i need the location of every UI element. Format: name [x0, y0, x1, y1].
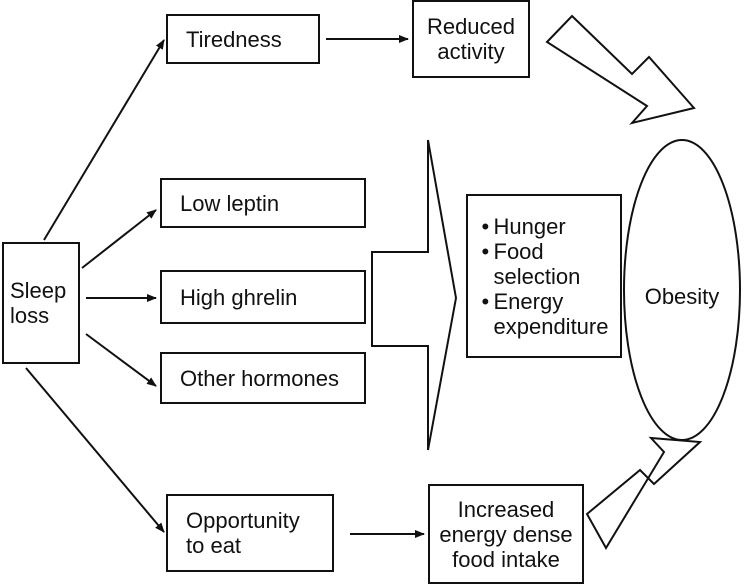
- increased-energy-intake-box: Increased energy dense food intake: [428, 484, 584, 584]
- opportunity-to-eat-label: Opportunity to eat: [186, 508, 300, 558]
- increased-energy-intake-label: Increased energy dense food intake: [439, 496, 573, 572]
- big-arrow-intake-to-obesity: [585, 436, 703, 550]
- arrow-sleep-to-opportunity: [25, 367, 165, 533]
- arrow-sleep-to-low-leptin: [81, 209, 157, 269]
- tiredness-label: Tiredness: [186, 26, 282, 52]
- reduced-activity-label: Reduced activity: [426, 14, 516, 64]
- effects-list: Hunger Food selection Energy expenditure: [480, 214, 609, 339]
- obesity-ellipse: [623, 139, 741, 441]
- big-arrow-hormones-to-effects: [371, 139, 458, 451]
- effect-item-energy-expenditure: Energy expenditure: [482, 289, 609, 339]
- arrow-sleep-to-other-hormones: [85, 333, 157, 387]
- sleep-loss-box: Sleep loss: [2, 242, 80, 364]
- arrow-sleep-to-tiredness: [43, 39, 165, 241]
- reduced-activity-box: Reduced activity: [412, 0, 530, 78]
- sleep-loss-label: Sleep loss: [10, 278, 67, 328]
- low-leptin-box: Low leptin: [160, 178, 366, 228]
- other-hormones-box: Other hormones: [160, 352, 366, 404]
- high-ghrelin-box: High ghrelin: [160, 270, 366, 324]
- big-arrow-reduced-activity-to-obesity: [545, 14, 696, 125]
- other-hormones-label: Other hormones: [180, 365, 339, 391]
- opportunity-to-eat-box: Opportunity to eat: [166, 494, 334, 572]
- effect-item-hunger: Hunger: [482, 214, 609, 239]
- obesity-label: Obesity: [644, 284, 720, 309]
- low-leptin-label: Low leptin: [180, 190, 280, 216]
- effects-box: Hunger Food selection Energy expenditure: [466, 194, 622, 358]
- high-ghrelin-label: High ghrelin: [180, 284, 298, 310]
- tiredness-box: Tiredness: [166, 14, 320, 64]
- effect-item-food-selection: Food selection: [482, 239, 609, 289]
